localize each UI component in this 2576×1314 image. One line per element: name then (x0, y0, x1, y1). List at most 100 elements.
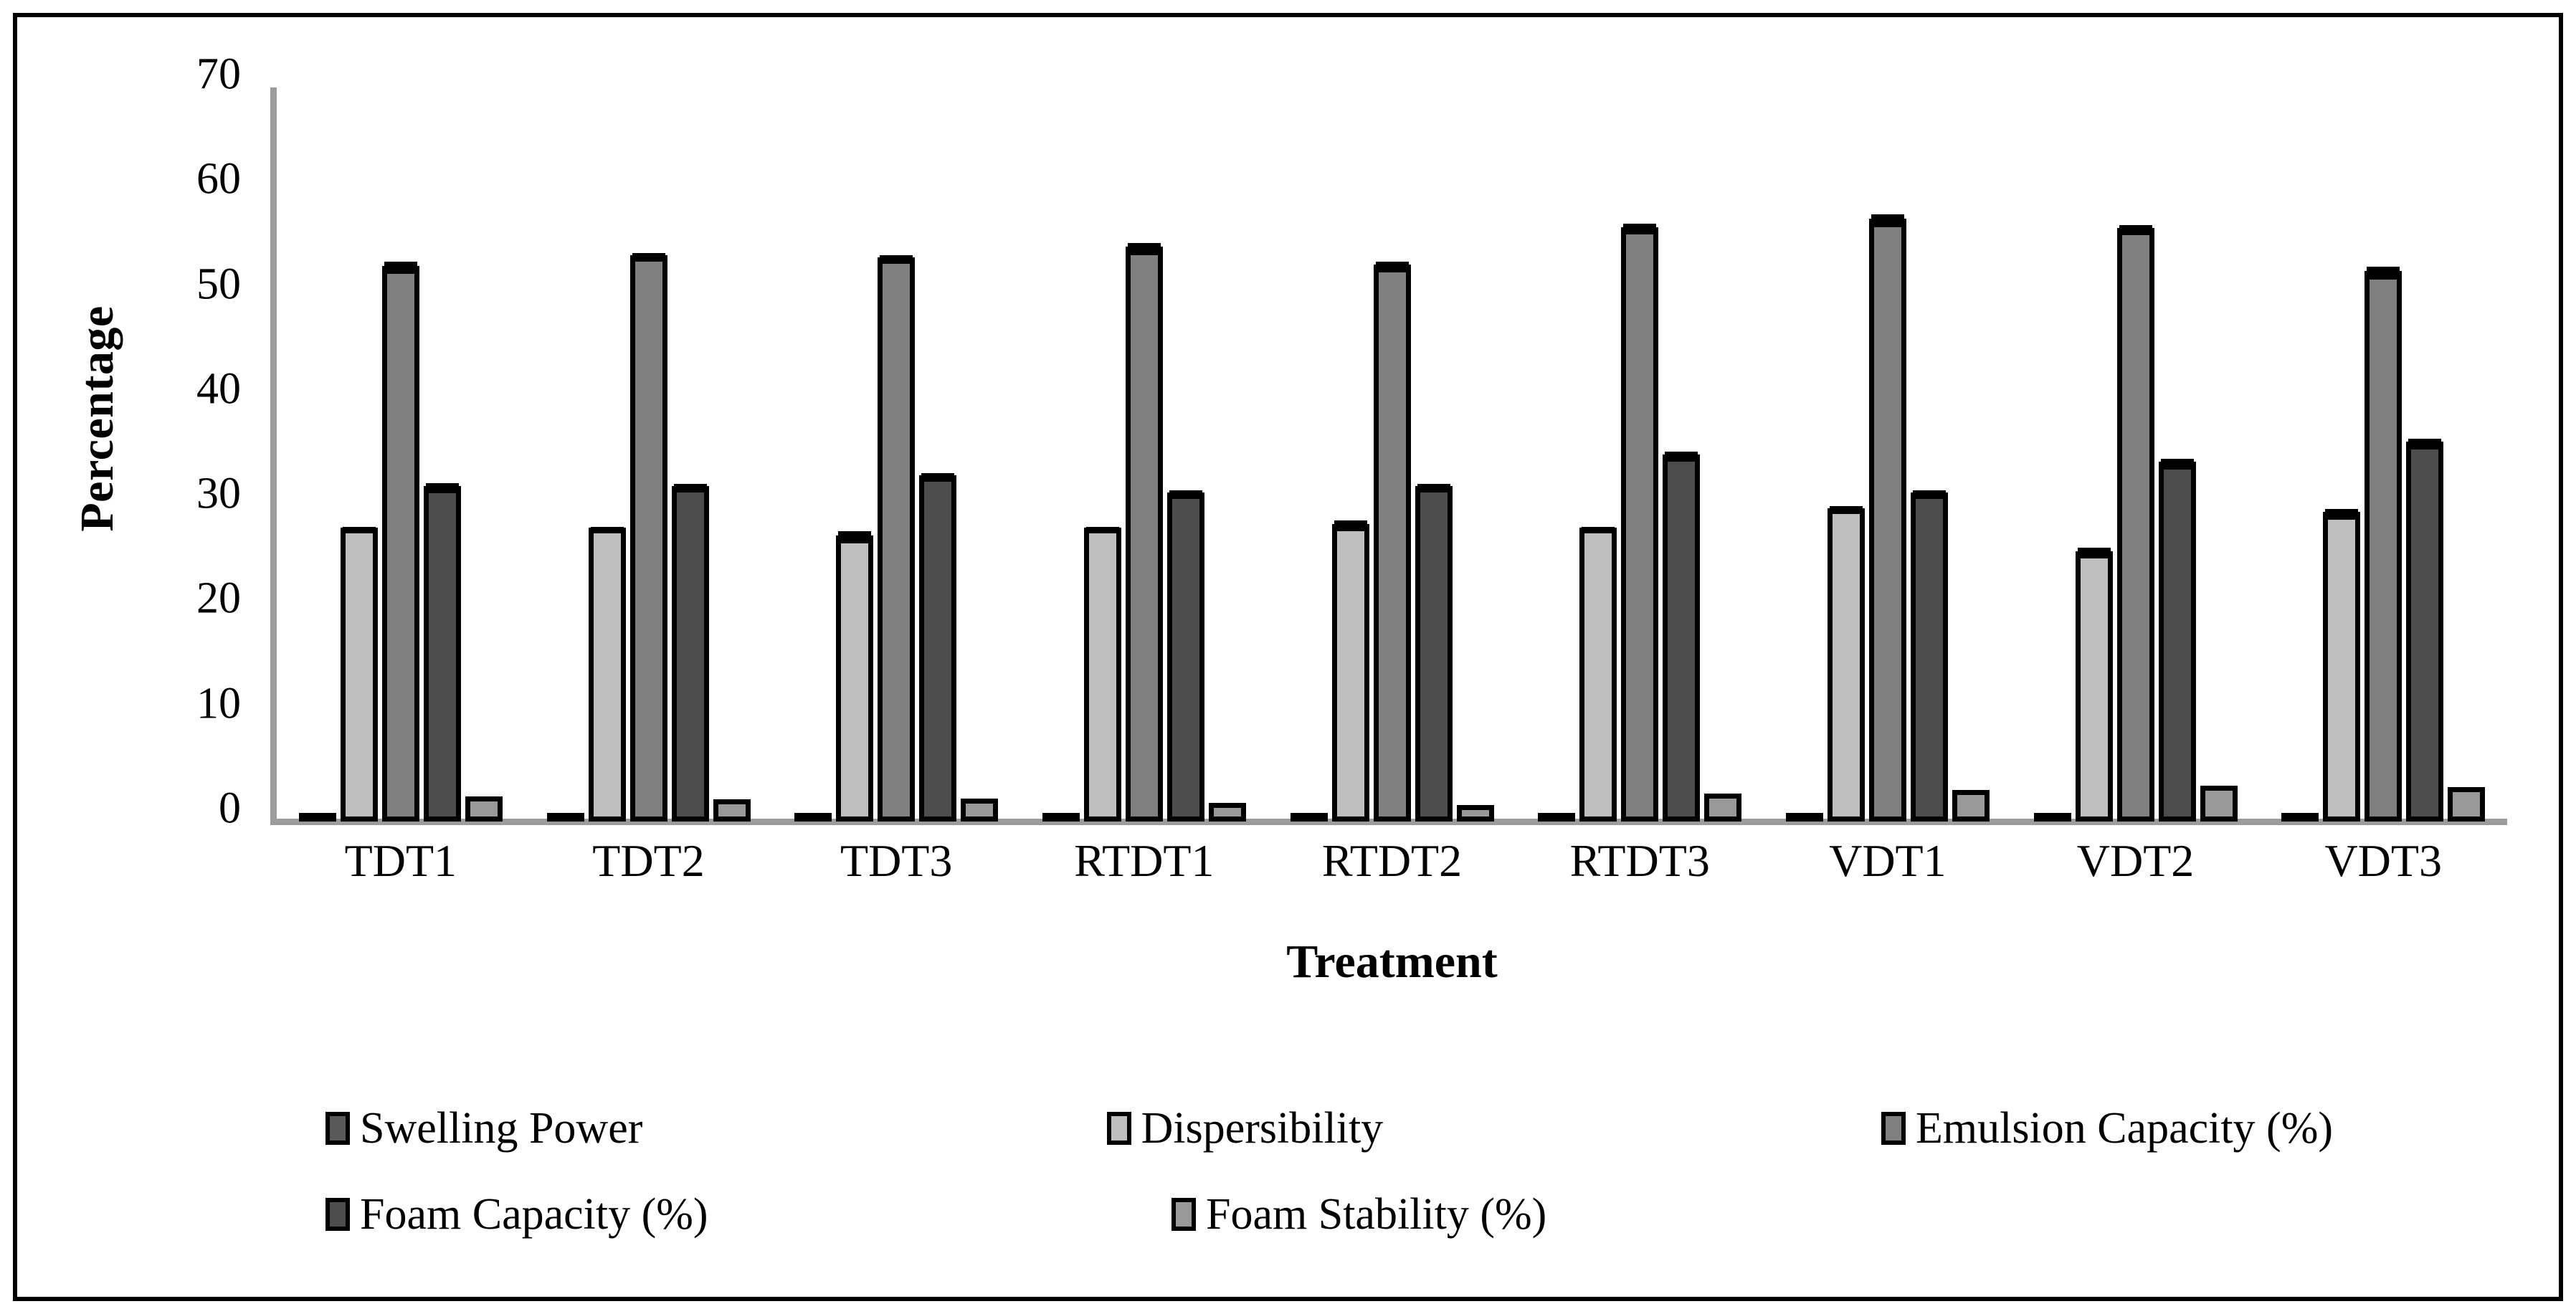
legend-item[interactable]: Foam Capacity (%) (325, 1189, 1171, 1240)
bar-slot (878, 87, 916, 822)
y-tick-label: 30 (196, 469, 241, 518)
bar (1331, 520, 1369, 822)
bar-slot (2281, 87, 2319, 822)
bar-slot (919, 87, 957, 822)
bar-slot (1663, 87, 1701, 822)
bar (1125, 242, 1163, 822)
bar (1290, 813, 1328, 822)
bar (878, 255, 916, 822)
legend-label: Swelling Power (360, 1103, 643, 1153)
bar-group (2259, 87, 2507, 822)
legend-label: Foam Stability (%) (1206, 1189, 1547, 1239)
x-tick-label: RTDT2 (1321, 835, 1463, 886)
bar (2033, 813, 2071, 822)
bar-slot (1331, 87, 1369, 822)
error-bar (2119, 224, 2152, 236)
bar (588, 527, 626, 822)
bar-slot (1415, 87, 1453, 822)
bar (2200, 786, 2238, 822)
error-bar (590, 527, 624, 533)
bar-slot (1290, 87, 1328, 822)
bar-slot (961, 87, 999, 822)
y-tick-label: 0 (219, 784, 241, 833)
y-axis-title: Percentage (71, 305, 123, 532)
bar (836, 530, 874, 822)
legend-item[interactable]: Dispersibility (1106, 1103, 1881, 1154)
error-bar (2367, 267, 2400, 280)
bar-slot (1704, 87, 1742, 822)
bar-group (2012, 87, 2260, 822)
bar (465, 796, 503, 822)
bar-slot (794, 87, 832, 822)
error-bar (1334, 520, 1367, 531)
bar-group (525, 87, 773, 822)
legend-label: Dispersibility (1141, 1103, 1384, 1153)
bar-slot (1166, 87, 1204, 822)
bar-slot (2158, 87, 2196, 822)
legend-swatch-icon (1171, 1198, 1196, 1231)
bar-group (1020, 87, 1268, 822)
error-bar (1582, 527, 1615, 533)
error-bar (425, 482, 459, 494)
bar-slot (1125, 87, 1163, 822)
error-bar (673, 484, 707, 492)
bar (298, 813, 336, 822)
bar-slot (2075, 87, 2113, 822)
bar-groups (277, 87, 2507, 822)
bar-group (277, 87, 525, 822)
bar (2364, 267, 2402, 822)
bar-slot (381, 87, 419, 822)
bar-slot (1373, 87, 1411, 822)
bar (340, 527, 378, 822)
x-tick-label: TDT3 (840, 835, 953, 886)
error-bar (1912, 490, 1946, 499)
bar-slot (713, 87, 751, 822)
bar-slot (1042, 87, 1080, 822)
chart-legend: Swelling Power Dispersibility Emulsion Cap… (325, 1085, 2333, 1257)
bar-slot (836, 87, 874, 822)
error-bar (2325, 509, 2359, 520)
bar (2281, 813, 2319, 822)
bar (2158, 458, 2196, 822)
error-bar (880, 255, 913, 264)
legend-item[interactable]: Emulsion Capacity (%) (1881, 1103, 2333, 1154)
bar-group (1268, 87, 1516, 822)
bar (423, 482, 461, 822)
bar-slot (1579, 87, 1617, 822)
bar-slot (1868, 87, 1906, 822)
bar-slot (1827, 87, 1865, 822)
bar-slot (465, 87, 503, 822)
bar (2406, 439, 2444, 822)
error-bar (1829, 505, 1863, 515)
bar-slot (1910, 87, 1948, 822)
bar-slot (1456, 87, 1494, 822)
bar (1415, 484, 1453, 822)
bar (1538, 813, 1576, 822)
y-tick-label: 50 (196, 260, 241, 309)
bar (546, 813, 584, 822)
x-tick-label: VDT1 (1829, 835, 1947, 886)
error-bar (2077, 548, 2111, 558)
legend-label: Foam Capacity (%) (360, 1189, 708, 1239)
error-bar (1623, 224, 1657, 234)
y-tick-label: 60 (196, 154, 241, 204)
bar (1910, 490, 1948, 822)
bar (1456, 804, 1494, 822)
legend-item[interactable]: Swelling Power (325, 1103, 1107, 1154)
bar-slot (546, 87, 584, 822)
error-bar (1127, 242, 1161, 256)
legend-item[interactable]: Foam Stability (%) (1171, 1189, 2010, 1240)
y-axis-line (270, 87, 277, 822)
bar (381, 261, 419, 822)
bar-slot (2323, 87, 2361, 822)
error-bar (632, 253, 665, 262)
bar-slot (1952, 87, 1990, 822)
bar (629, 253, 667, 822)
x-tick-label: VDT2 (2076, 835, 2195, 886)
bar (671, 484, 709, 822)
error-bar (1375, 261, 1409, 272)
x-tick-label: TDT1 (344, 835, 457, 886)
